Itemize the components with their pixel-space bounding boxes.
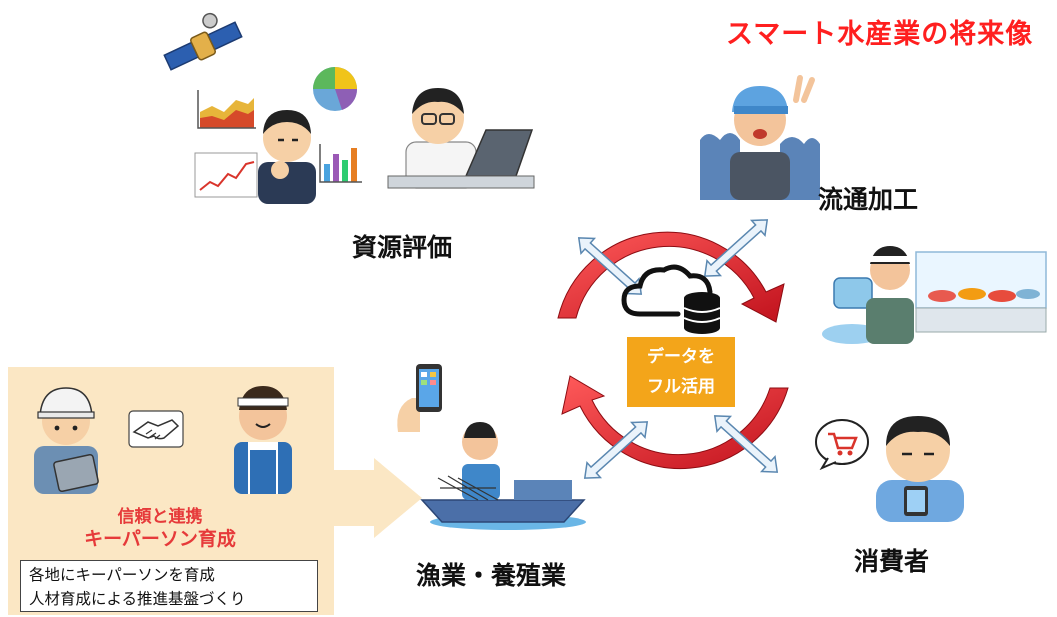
node-resource-assessment: 資源評価 <box>352 233 453 262</box>
data-full-use-box: データを フル活用 <box>627 337 735 407</box>
double-arrow-bottom-left-icon <box>583 421 649 479</box>
cloud-database-icon <box>621 264 721 334</box>
handshake-icon <box>128 410 184 448</box>
flow-arrow-icon <box>334 458 422 538</box>
node-consumer: 消費者 <box>854 547 930 576</box>
double-arrow-top-right-icon <box>703 219 769 277</box>
node-fishing-aquaculture: 漁業・養殖業 <box>416 561 567 590</box>
thinking-person-icon <box>258 110 316 204</box>
line-chart-icon <box>194 152 258 198</box>
pie-chart-icon <box>313 67 358 111</box>
note-line-2: 人材育成による推進基盤づくり <box>29 590 246 608</box>
page-title: スマート水産業の将来像 <box>726 19 1034 50</box>
market-worker-icon <box>700 75 820 200</box>
fishing-boat-icon <box>420 422 586 530</box>
note-box: 各地にキーパーソンを育成 人材育成による推進基盤づくり <box>20 560 318 612</box>
area-chart-icon <box>197 90 256 129</box>
node-distribution-processing: 流通加工 <box>818 185 919 214</box>
double-arrow-top-left-icon <box>577 237 643 295</box>
trust-cooperation-label: 信頼と連携 <box>117 507 203 527</box>
fisherman-icon <box>234 386 292 494</box>
satellite-icon <box>163 12 243 71</box>
consumer-with-phone-icon <box>876 416 964 522</box>
data-cycle-diagram <box>557 219 789 479</box>
keyperson-training-label: キーパーソン育成 <box>84 528 236 550</box>
double-arrow-bottom-right-icon <box>713 415 779 473</box>
worker-with-tablet-icon <box>34 387 99 494</box>
shopping-cart-bubble-icon <box>815 419 869 470</box>
bar-chart-icon <box>319 144 362 183</box>
note-line-1: 各地にキーパーソンを育成 <box>29 566 215 584</box>
scientist-laptop-icon <box>387 88 535 189</box>
data-box-line-1: データを <box>647 347 715 367</box>
data-box-line-2: フル活用 <box>647 377 715 397</box>
smartphone-in-hand-icon <box>397 364 442 432</box>
fish-shop-icon <box>822 246 1047 344</box>
